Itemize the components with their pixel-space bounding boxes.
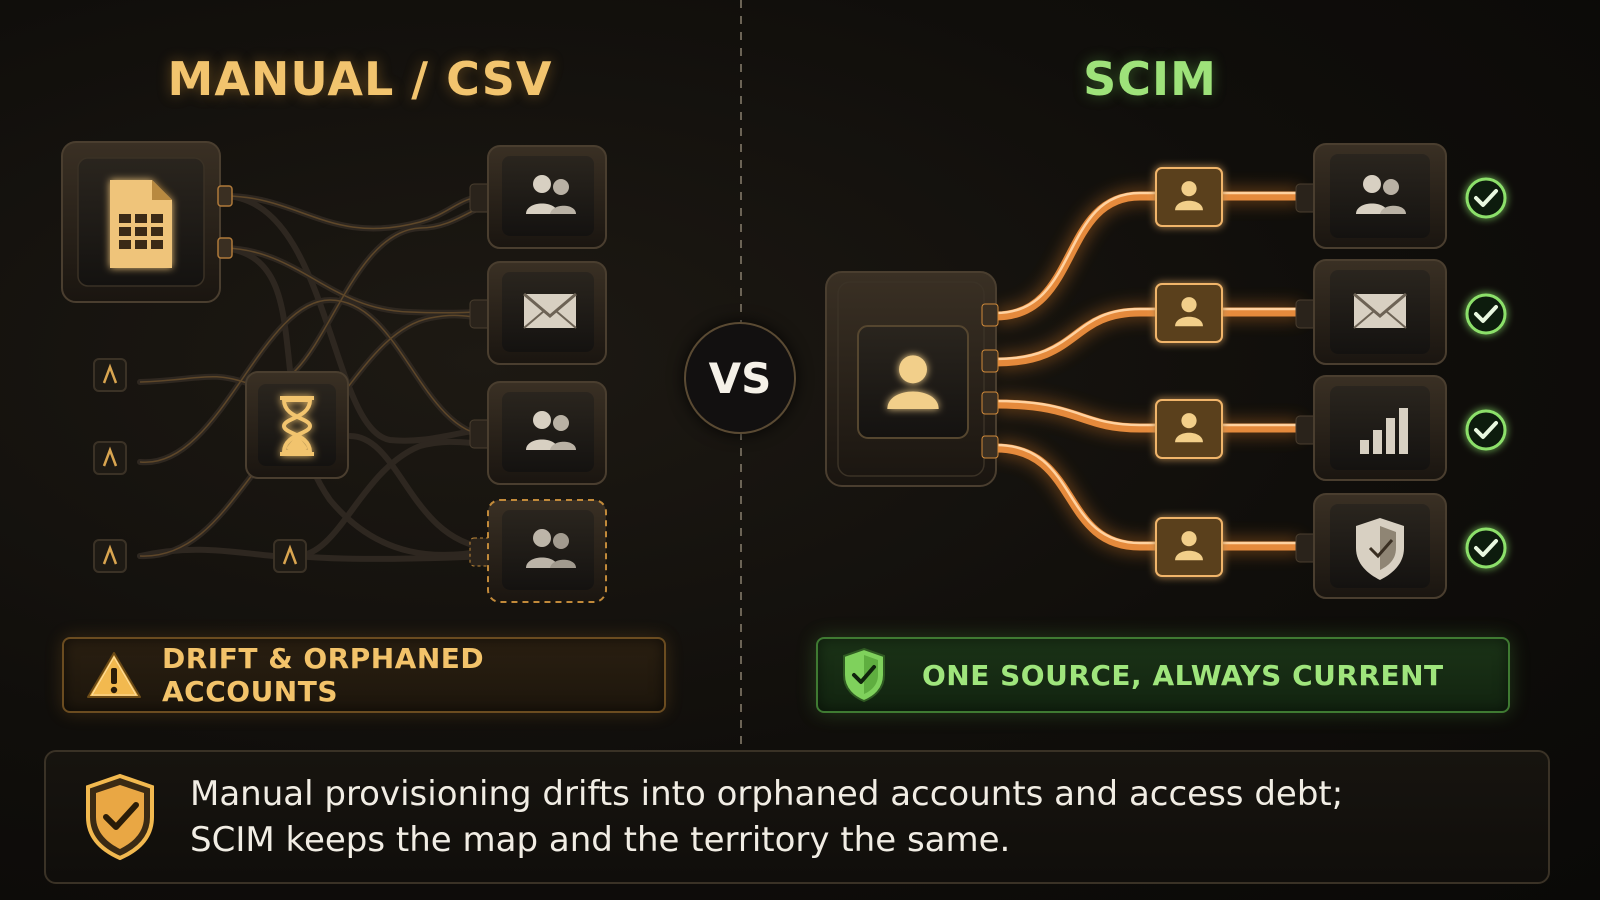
scim-target-4: [1295, 493, 1447, 599]
scim-source: [825, 271, 999, 487]
check-circle-icon: [1465, 527, 1507, 569]
manual-target-1: [469, 145, 607, 249]
hourglass-node: [245, 371, 349, 479]
manual-target-3: [469, 381, 607, 485]
hourglass-icon: [280, 396, 314, 456]
loose-plug-icon: [92, 440, 128, 476]
drift-banner: DRIFT & ORPHANED ACCOUNTS: [62, 637, 666, 713]
bar-chart-icon: [1360, 408, 1408, 454]
scim-target-3: [1295, 375, 1447, 481]
spreadsheet-source: [61, 141, 233, 303]
check-circle-icon: [1465, 177, 1507, 219]
loose-plug-icon: [92, 538, 128, 574]
summary-line-2: SCIM keeps the map and the territory the…: [190, 820, 1011, 860]
scim-title: SCIM: [1083, 52, 1217, 106]
scim-connector-badges: [1155, 167, 1223, 577]
scim-pipes-glow: [995, 188, 1300, 554]
mail-icon: [522, 292, 578, 330]
manual-target-4-orphaned: [469, 499, 607, 603]
one-source-banner: ONE SOURCE, ALWAYS CURRENT: [816, 637, 1510, 713]
shield-icon: [1356, 518, 1404, 580]
scim-pipes: [991, 191, 1305, 551]
connector-badge: [1155, 167, 1223, 227]
drift-banner-text: DRIFT & ORPHANED ACCOUNTS: [162, 642, 485, 708]
connector-badge: [1155, 517, 1223, 577]
spreadsheet-icon: [110, 180, 172, 268]
summary-footer: Manual provisioning drifts into orphaned…: [44, 750, 1550, 884]
scim-target-1: [1295, 143, 1447, 249]
manual-csv-title: MANUAL / CSV: [167, 52, 553, 106]
vs-badge: VS: [684, 322, 796, 434]
check-circle-icon: [1465, 293, 1507, 335]
connector-badge: [1155, 399, 1223, 459]
manual-target-2: [469, 261, 607, 365]
loose-plug-icon: [272, 538, 308, 574]
manual-wires-highlight: [139, 195, 489, 557]
summary-line-1: Manual provisioning drifts into orphaned…: [190, 774, 1344, 814]
warning-icon: [86, 650, 142, 700]
check-circle-icon: [1465, 409, 1507, 451]
summary-text: Manual provisioning drifts into orphaned…: [190, 771, 1343, 863]
scim-target-2: [1295, 259, 1447, 365]
scim-pipes-highlight: [994, 191, 1302, 545]
shield-check-icon: [84, 773, 156, 861]
loose-plug-icon: [92, 357, 128, 393]
one-source-banner-text: ONE SOURCE, ALWAYS CURRENT: [922, 658, 1444, 692]
status-checks: [1465, 177, 1507, 569]
connector-badge: [1155, 283, 1223, 343]
shield-check-icon: [840, 647, 888, 703]
mail-icon: [1352, 292, 1408, 330]
